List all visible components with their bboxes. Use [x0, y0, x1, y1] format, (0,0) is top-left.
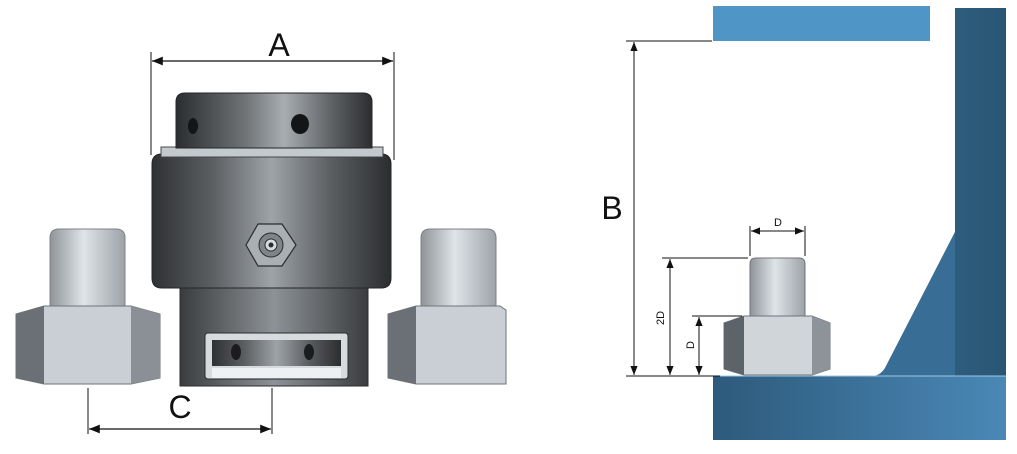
right-clearance-figure: B 2D D D: [601, 6, 1006, 440]
dimension-2d: 2D: [655, 257, 748, 375]
tensioner-main-body: [151, 153, 392, 289]
flange-stud-nut: [723, 257, 831, 376]
label-b: B: [601, 190, 622, 226]
left-stud-nut: [15, 228, 161, 385]
flange-base: [713, 376, 1006, 440]
label-2d: 2D: [655, 311, 667, 325]
overhead-plate: [713, 6, 930, 41]
left-nut-assembly: A C: [15, 27, 507, 434]
dimension-d-top: D: [749, 217, 806, 256]
label-c: C: [168, 389, 191, 425]
label-d-top: D: [774, 217, 782, 229]
label-d-side: D: [685, 341, 697, 349]
dimension-a: A: [150, 27, 395, 160]
right-stud-nut: [387, 228, 507, 385]
label-a: A: [268, 27, 290, 63]
lower-window: [204, 332, 349, 380]
dimension-d-side: D: [685, 315, 742, 375]
dimension-c: C: [87, 388, 273, 434]
hydraulic-fitting: [245, 223, 297, 267]
tensioner-top-cap: [175, 92, 373, 149]
dimension-b: B: [601, 40, 720, 377]
